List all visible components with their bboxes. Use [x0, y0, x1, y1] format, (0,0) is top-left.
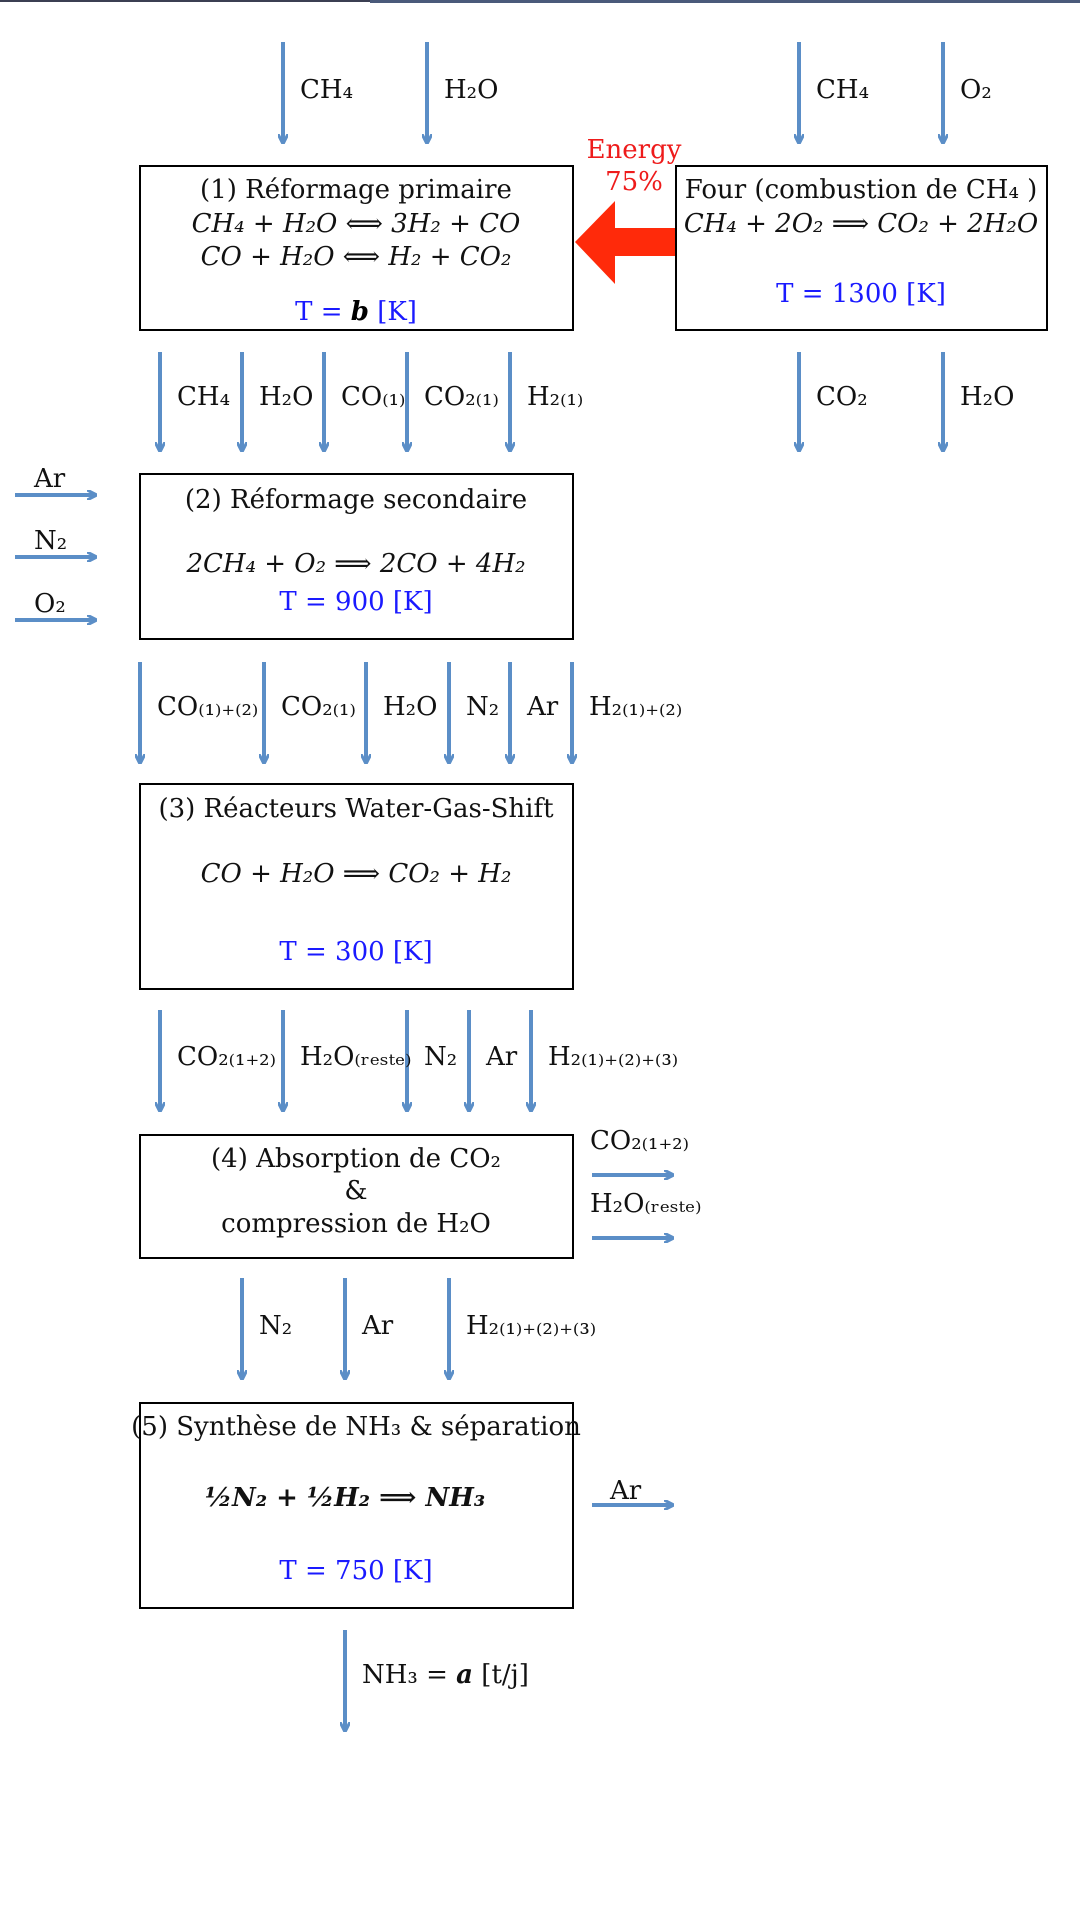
step4-title-2: compression de H₂O: [221, 1209, 491, 1239]
step1-output-ch4: CH₄: [177, 382, 230, 412]
step5-side-output-ar: Ar: [610, 1476, 642, 1506]
step1-temperature-unit: [K]: [368, 297, 417, 327]
final-output-var: a: [456, 1660, 474, 1690]
step2-input-ar: Ar: [34, 464, 66, 494]
step3-output-n2: N₂: [424, 1042, 458, 1072]
furnace-title: Four (combustion de CH₄ ): [684, 175, 1038, 205]
step2-box: [139, 473, 574, 640]
furnace-temperature: T = 1300 [K]: [776, 279, 946, 309]
step2-input-n2: N₂: [34, 526, 68, 556]
step3-output-ar: Ar: [486, 1042, 518, 1072]
step1-reaction-2: CO + H₂O ⟺ H₂ + CO₂: [200, 242, 512, 272]
final-output-unit: [t/j]: [473, 1660, 529, 1690]
step4-ampersand: &: [344, 1176, 368, 1206]
step1-output-co2: CO₂₍₁₎: [424, 382, 499, 412]
step5-temperature: T = 750 [K]: [279, 1556, 433, 1586]
step4-output-h2: H₂₍₁₎₊₍₂₎₊₍₃₎: [466, 1311, 597, 1341]
input-label-o2-furnace: O₂: [960, 75, 992, 105]
step1-temperature: T = b [K]: [295, 297, 417, 328]
step1-temperature-prefix: T =: [295, 297, 351, 327]
furnace-output-h2o: H₂O: [960, 382, 1015, 412]
step5-title: (5) Synthèse de NH₃ & séparation: [131, 1412, 581, 1442]
energy-transfer-arrow: [575, 201, 676, 284]
step1-temperature-var: b: [350, 297, 369, 327]
step2-output-co2: CO₂₍₁₎: [281, 692, 356, 722]
step3-reaction: CO + H₂O ⟹ CO₂ + H₂: [200, 859, 512, 889]
furnace-reaction: CH₄ + 2O₂ ⟹ CO₂ + 2H₂O: [683, 209, 1039, 239]
step5-box: [139, 1402, 574, 1609]
final-output-nh3: NH₃ = a [t/j]: [362, 1660, 529, 1691]
step2-output-n2: N₂: [466, 692, 500, 722]
step2-output-co: CO₍₁₎₊₍₂₎: [157, 692, 259, 722]
input-label-ch4-furnace: CH₄: [816, 75, 869, 105]
step1-output-co: CO₍₁₎: [341, 382, 406, 412]
input-label-ch4-reformer: CH₄: [300, 75, 353, 105]
step2-output-ar: Ar: [527, 692, 559, 722]
energy-label: Energy: [586, 135, 682, 165]
furnace-output-co2: CO₂: [816, 382, 868, 412]
step3-output-h2: H₂₍₁₎₊₍₂₎₊₍₃₎: [548, 1042, 679, 1072]
step2-output-h2o: H₂O: [383, 692, 438, 722]
top-border-line-accent: [370, 0, 1080, 3]
step3-title: (3) Réacteurs Water-Gas-Shift: [158, 794, 554, 824]
step3-box: [139, 783, 574, 990]
step4-box: [139, 1134, 574, 1259]
step3-output-h2o: H₂O₍ᵣₑₛₜₑ₎: [300, 1042, 412, 1072]
step1-box: [139, 165, 574, 331]
furnace-box: [675, 165, 1048, 331]
step1-output-h2: H₂₍₁₎: [527, 382, 584, 412]
step4-side-output-co2: CO₂₍₁₊₂₎: [590, 1126, 689, 1156]
step2-temperature: T = 900 [K]: [279, 587, 433, 617]
step4-side-output-h2o: H₂O₍ᵣₑₛₜₑ₎: [590, 1189, 702, 1219]
step2-input-o2: O₂: [34, 589, 66, 619]
step4-output-n2: N₂: [259, 1311, 293, 1341]
energy-percent: 75%: [605, 167, 663, 197]
step4-output-ar: Ar: [362, 1311, 394, 1341]
step2-output-h2: H₂₍₁₎₊₍₂₎: [589, 692, 683, 722]
step1-title: (1) Réformage primaire: [200, 175, 512, 205]
step2-title: (2) Réformage secondaire: [184, 485, 528, 515]
step3-temperature: T = 300 [K]: [279, 937, 433, 967]
step1-reaction-1: CH₄ + H₂O ⟺ 3H₂ + CO: [191, 209, 521, 239]
step1-output-h2o: H₂O: [259, 382, 314, 412]
input-label-h2o-reformer: H₂O: [444, 75, 499, 105]
step2-reaction: 2CH₄ + O₂ ⟹ 2CO + 4H₂: [186, 549, 526, 579]
final-output-prefix: NH₃ =: [362, 1660, 457, 1690]
step5-reaction: ½N₂ + ½H₂ ⟹ NH₃: [204, 1483, 486, 1513]
step4-title: (4) Absorption de CO₂: [211, 1144, 501, 1174]
step3-output-co2: CO₂₍₁₊₂₎: [177, 1042, 276, 1072]
